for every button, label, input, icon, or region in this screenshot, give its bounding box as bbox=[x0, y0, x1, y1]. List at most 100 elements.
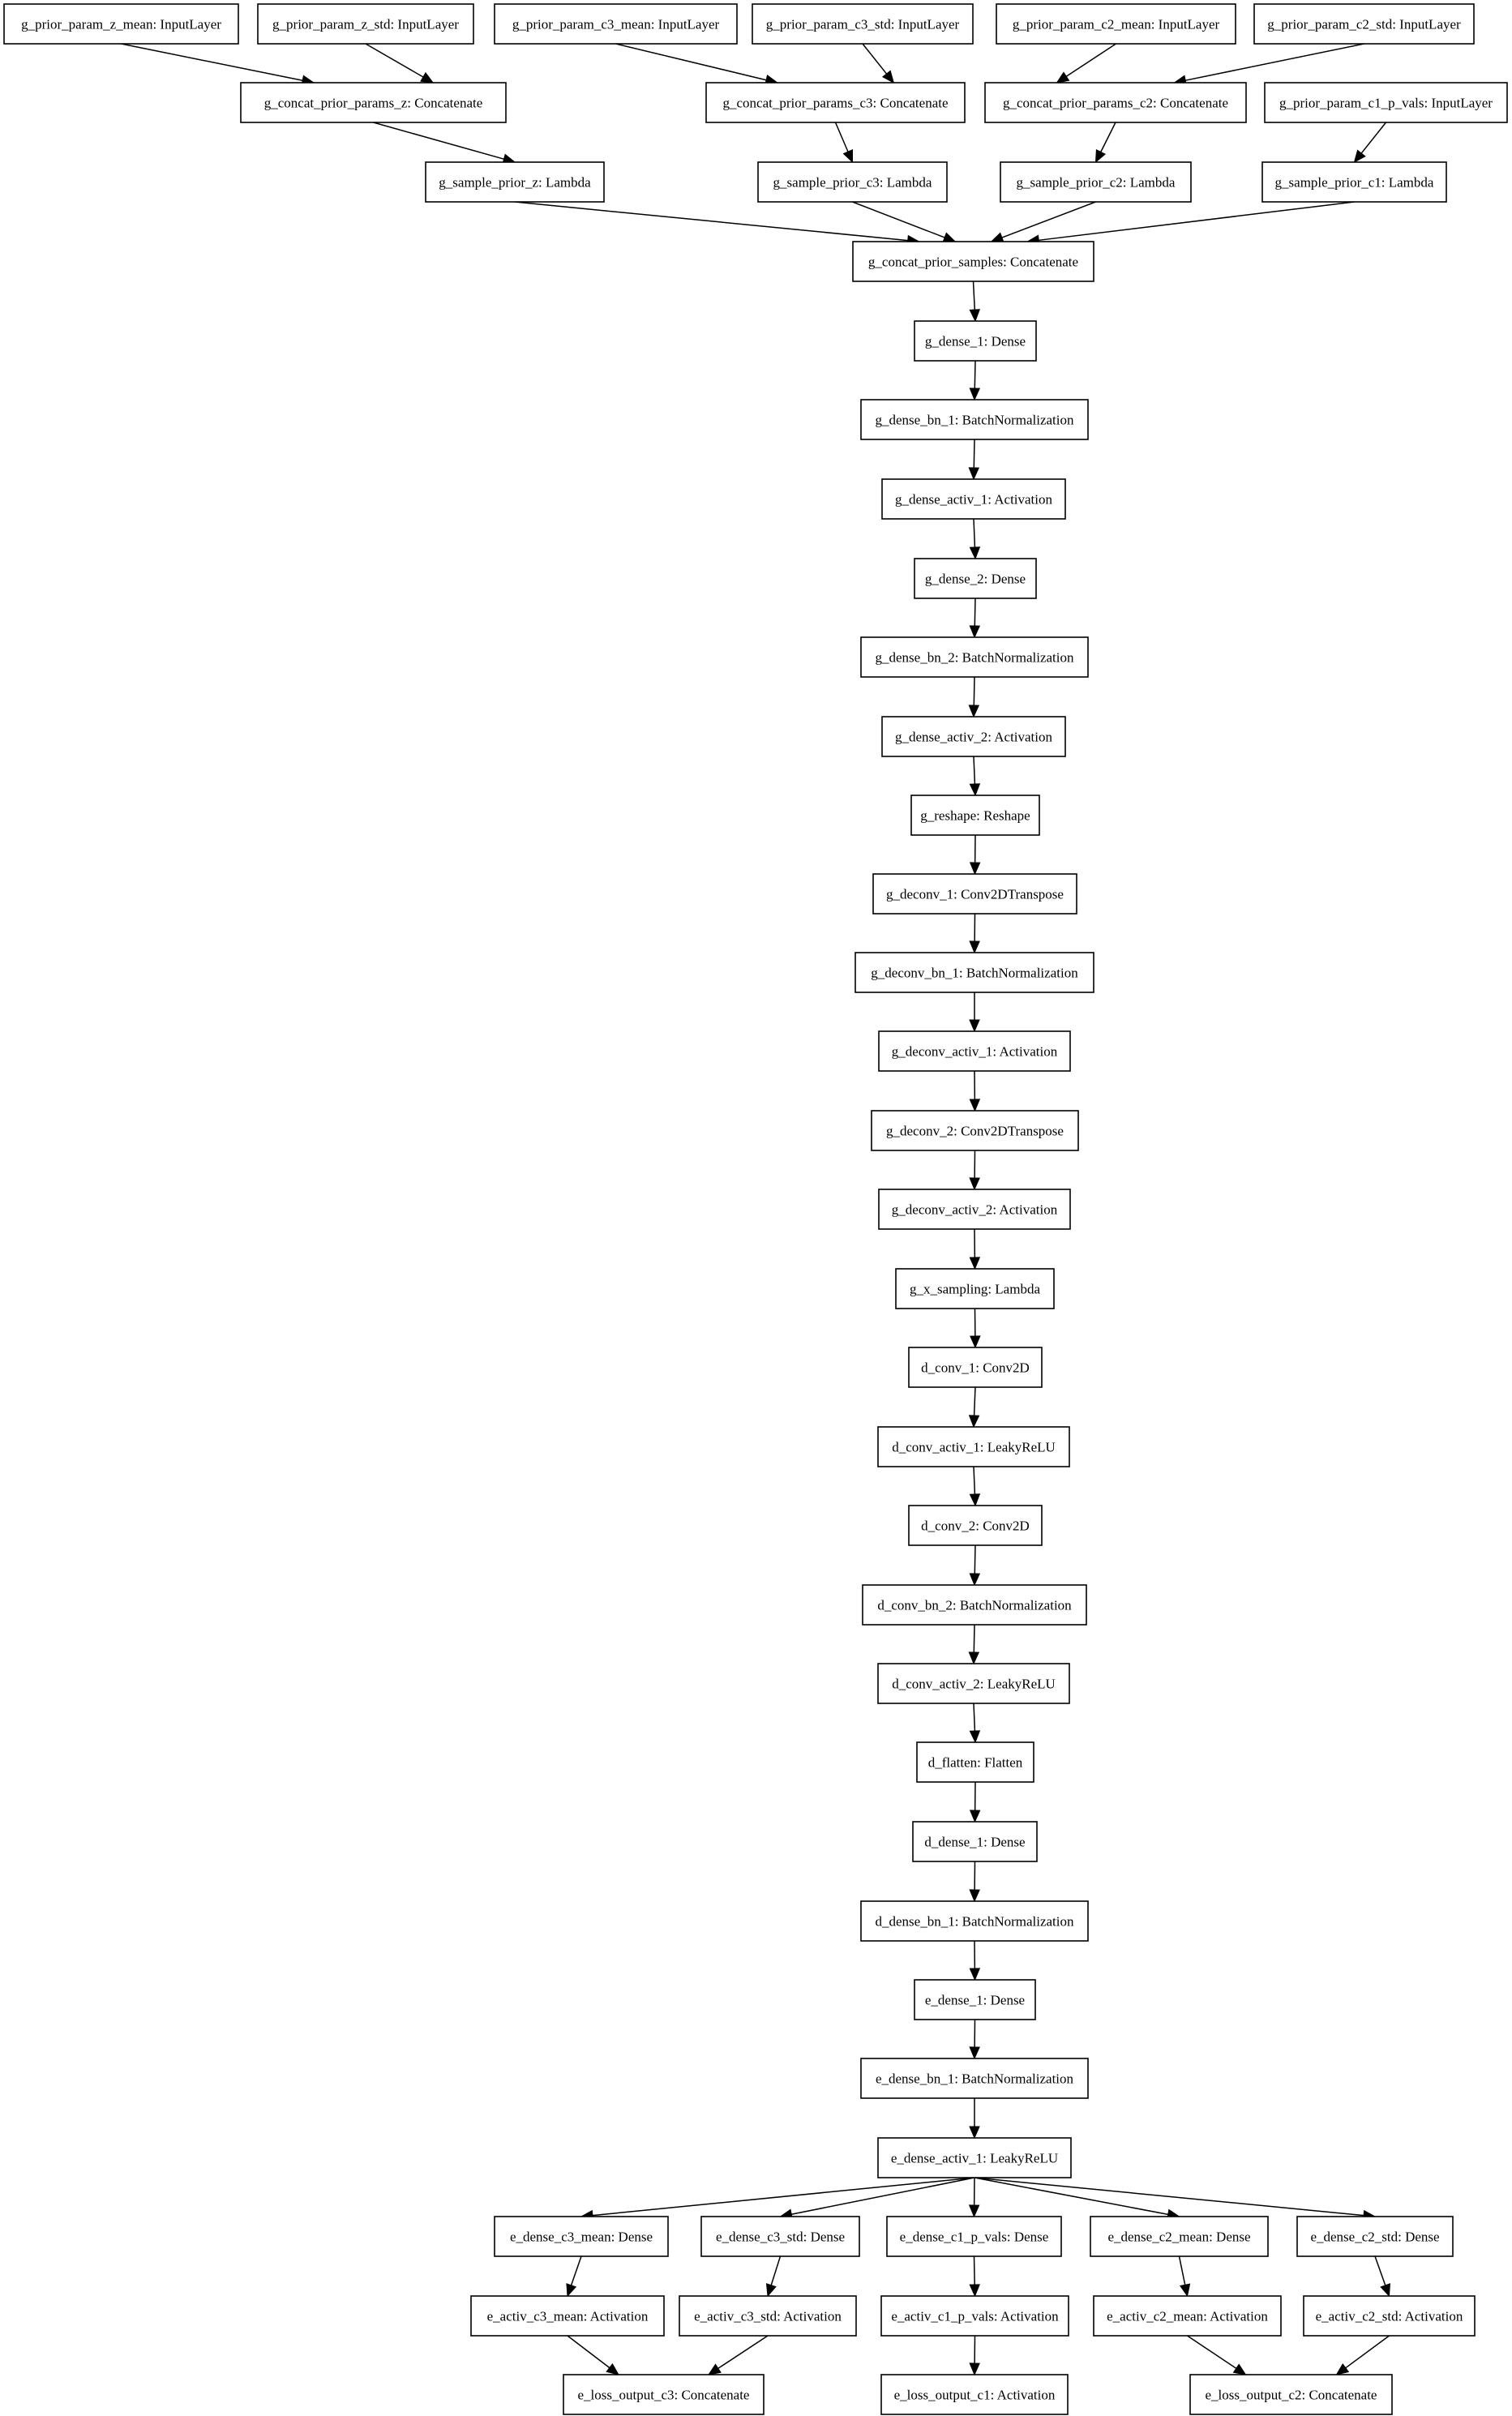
node-label: e_dense_activ_1: LeakyReLU bbox=[891, 2151, 1058, 2166]
node-box bbox=[878, 1189, 1071, 1230]
node-label: g_dense_activ_1: Activation bbox=[895, 492, 1053, 508]
edge-line bbox=[974, 360, 976, 389]
edge-g_concat_prior_samples-to-g_dense_1 bbox=[969, 281, 981, 323]
arrowhead-icon bbox=[1094, 149, 1107, 164]
arrowhead-icon bbox=[606, 2362, 619, 2375]
node-label: d_conv_activ_1: LeakyReLU bbox=[892, 1440, 1056, 1455]
arrowhead-icon bbox=[969, 940, 980, 954]
arrowhead-icon bbox=[968, 1415, 980, 1429]
edge-line bbox=[373, 122, 504, 160]
node-box bbox=[886, 2216, 1062, 2257]
edge-e_dense_c2_std-to-e_activ_c2_std bbox=[1374, 2255, 1390, 2298]
edge-line bbox=[834, 122, 849, 152]
arrowhead-icon bbox=[969, 862, 981, 876]
edge-e_activ_c3_mean-to-e_loss_output_c3 bbox=[567, 2335, 619, 2375]
node-label: g_deconv_bn_1: BatchNormalization bbox=[871, 966, 1078, 981]
edge-line bbox=[717, 2335, 769, 2369]
arrowhead-icon bbox=[1056, 71, 1070, 84]
node-label: e_dense_c3_mean: Dense bbox=[510, 2230, 653, 2245]
node-box bbox=[757, 161, 948, 203]
edge-line bbox=[365, 43, 424, 78]
edge-line bbox=[514, 201, 908, 242]
edge-line bbox=[791, 2177, 975, 2215]
edge-line bbox=[862, 43, 888, 75]
node-box bbox=[1189, 2374, 1393, 2415]
node-box bbox=[914, 320, 1037, 362]
node-box bbox=[916, 1741, 1034, 1783]
node-label: g_sample_prior_c2: Lambda bbox=[1017, 175, 1176, 191]
edge-e_dense_c1_p_vals-to-e_activ_c1_p_vals bbox=[969, 2255, 980, 2298]
node-box bbox=[752, 3, 974, 45]
node-label: g_prior_param_c3_mean: InputLayer bbox=[512, 17, 720, 32]
node-box bbox=[881, 478, 1066, 520]
node-box bbox=[852, 241, 1094, 282]
node-box bbox=[908, 1347, 1043, 1388]
node-label: g_dense_1: Dense bbox=[925, 334, 1026, 349]
node-box bbox=[3, 3, 239, 45]
arrowhead-icon bbox=[969, 2284, 980, 2298]
edges-layer bbox=[121, 43, 1390, 2376]
node-label: g_concat_prior_params_c3: Concatenate bbox=[722, 96, 948, 111]
arrowhead-icon bbox=[969, 1493, 981, 1507]
node-label: e_activ_c2_std: Activation bbox=[1316, 2309, 1463, 2324]
node-g-prior-param-z-mean: g_prior_param_z_mean: InputLayer bbox=[3, 3, 239, 45]
arrowhead-icon bbox=[881, 70, 895, 84]
arrowhead-icon bbox=[765, 2283, 777, 2298]
node-box bbox=[705, 82, 966, 123]
node-box bbox=[908, 1505, 1043, 1546]
edge-e_activ_c3_std-to-e_loss_output_c3 bbox=[708, 2335, 769, 2375]
edge-g_dense_bn_2-to-g_dense_activ_2 bbox=[968, 676, 980, 718]
node-box bbox=[860, 636, 1089, 678]
arrowhead-icon bbox=[968, 705, 980, 718]
node-label: g_deconv_1: Conv2DTranspose bbox=[886, 887, 1064, 902]
arrowhead-icon bbox=[969, 1810, 981, 1823]
node-label: e_activ_c2_mean: Activation bbox=[1107, 2309, 1268, 2324]
edge-line bbox=[1100, 122, 1116, 152]
node-d-dense-bn-1: d_dense_bn_1: BatchNormalization bbox=[860, 1900, 1089, 1942]
node-e-activ-c2-std: e_activ_c2_std: Activation bbox=[1303, 2295, 1476, 2337]
edge-line bbox=[770, 2255, 782, 2285]
node-box bbox=[494, 2216, 669, 2257]
arrowhead-icon bbox=[969, 1968, 981, 1981]
node-label: g_sample_prior_z: Lambda bbox=[439, 175, 591, 191]
edge-e_dense_activ_1-to-e_dense_c3_mean bbox=[580, 2177, 975, 2221]
arrowhead-icon bbox=[969, 1730, 981, 1744]
node-box bbox=[425, 161, 605, 203]
node-box bbox=[877, 1426, 1070, 1467]
node-g-sample-prior-z: g_sample_prior_z: Lambda bbox=[425, 161, 605, 203]
node-label: e_dense_c2_mean: Dense bbox=[1107, 2230, 1250, 2245]
node-label: e_dense_c2_std: Dense bbox=[1310, 2230, 1439, 2245]
node-d-conv-activ-2: d_conv_activ_2: LeakyReLU bbox=[877, 1663, 1070, 1704]
node-g-prior-param-c3-mean: g_prior_param_c3_mean: InputLayer bbox=[494, 3, 738, 45]
node-g-concat-prior-params-z: g_concat_prior_params_z: Concatenate bbox=[240, 82, 507, 123]
edge-g_deconv_2-to-g_deconv_activ_2 bbox=[969, 1150, 980, 1191]
node-g-dense-activ-1: g_dense_activ_1: Activation bbox=[881, 478, 1066, 520]
node-e-dense-activ-1: e_dense_activ_1: LeakyReLU bbox=[877, 2137, 1072, 2178]
node-label: e_loss_output_c1: Activation bbox=[894, 2388, 1056, 2403]
node-label: g_prior_param_c2_std: InputLayer bbox=[1267, 17, 1461, 32]
node-e-dense-1: e_dense_1: Dense bbox=[914, 1979, 1036, 2020]
edge-d_conv_1-to-d_conv_activ_1 bbox=[968, 1386, 980, 1429]
node-box bbox=[910, 795, 1040, 836]
edge-line bbox=[570, 2255, 582, 2286]
arrowhead-icon bbox=[968, 1651, 980, 1665]
node-box bbox=[914, 1979, 1036, 2020]
edge-e_dense_activ_1-to-e_dense_c1_p_vals bbox=[968, 2177, 980, 2218]
edge-line bbox=[972, 281, 976, 311]
node-label: g_dense_activ_2: Activation bbox=[895, 730, 1053, 745]
arrowhead-icon bbox=[1232, 2363, 1247, 2375]
node-label: e_loss_output_c2: Concatenate bbox=[1206, 2388, 1377, 2403]
node-g-dense-bn-1: g_dense_bn_1: BatchNormalization bbox=[860, 399, 1089, 440]
node-box bbox=[912, 1821, 1038, 1862]
node-box bbox=[494, 3, 738, 45]
node-box bbox=[700, 2216, 860, 2257]
arrowhead-icon bbox=[969, 2362, 980, 2376]
node-box bbox=[1000, 161, 1192, 203]
node-box bbox=[679, 2295, 857, 2337]
node-g-reshape: g_reshape: Reshape bbox=[910, 795, 1040, 836]
node-box bbox=[257, 3, 474, 45]
node-label: g_sample_prior_c3: Lambda bbox=[773, 175, 932, 191]
node-label: g_prior_param_c2_mean: InputLayer bbox=[1013, 17, 1220, 32]
node-g-sample-prior-c2: g_sample_prior_c2: Lambda bbox=[1000, 161, 1192, 203]
node-label: e_dense_c1_p_vals: Dense bbox=[900, 2230, 1049, 2245]
